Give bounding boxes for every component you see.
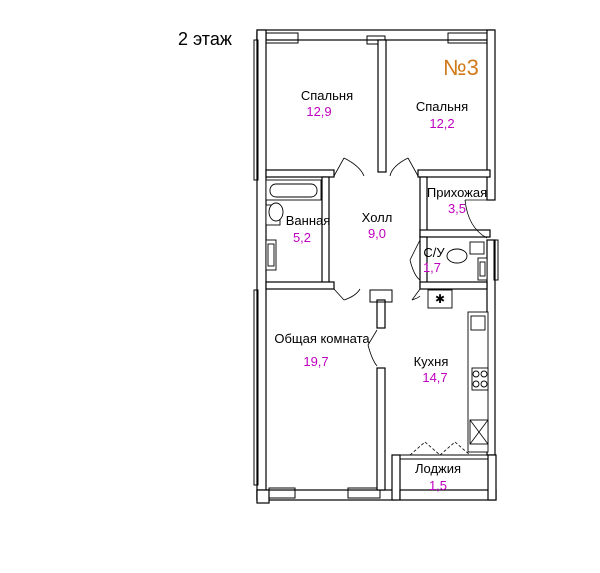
room-hall-name: Холл bbox=[362, 210, 393, 225]
toilet-sink bbox=[477, 257, 488, 281]
washbasin bbox=[265, 202, 284, 226]
ventilation-shaft: ✱ bbox=[427, 289, 453, 309]
room-wc-area: 1,7 bbox=[423, 260, 441, 275]
room-hall-area: 9,0 bbox=[368, 226, 386, 241]
washing-machine bbox=[265, 239, 277, 271]
room-bedroom-2-area: 12,2 bbox=[429, 116, 454, 131]
bathtub bbox=[265, 179, 322, 201]
asterisk-icon: ✱ bbox=[435, 292, 445, 306]
room-bedroom-2-name: Спальня bbox=[416, 99, 468, 114]
room-living-area: 19,7 bbox=[303, 354, 328, 369]
doors bbox=[333, 157, 488, 456]
room-bathroom-area: 5,2 bbox=[293, 230, 311, 245]
room-hallway-area: 3,5 bbox=[448, 201, 466, 216]
toilet-fixture bbox=[446, 241, 485, 264]
room-living-name: Общая комната bbox=[274, 331, 370, 346]
kitchen-counter bbox=[467, 311, 489, 453]
room-wc-name: С/У bbox=[423, 245, 445, 260]
room-bedroom-1-name: Спальня bbox=[301, 88, 353, 103]
room-bedroom-1-area: 12,9 bbox=[306, 104, 331, 119]
room-kitchen-name: Кухня bbox=[414, 354, 449, 369]
apartment-number: №3 bbox=[443, 55, 479, 80]
floor-label: 2 этаж bbox=[178, 29, 232, 49]
room-bathroom-name: Ванная bbox=[286, 213, 331, 228]
room-loggia-name: Лоджия bbox=[415, 461, 461, 476]
room-hallway-name: Прихожая bbox=[427, 185, 487, 200]
room-loggia-area: 1,5 bbox=[429, 478, 447, 493]
room-labels: Спальня 12,9 Спальня 12,2 Прихожая 3,5 В… bbox=[274, 88, 487, 493]
room-kitchen-area: 14,7 bbox=[422, 370, 447, 385]
interior-walls bbox=[265, 39, 491, 491]
